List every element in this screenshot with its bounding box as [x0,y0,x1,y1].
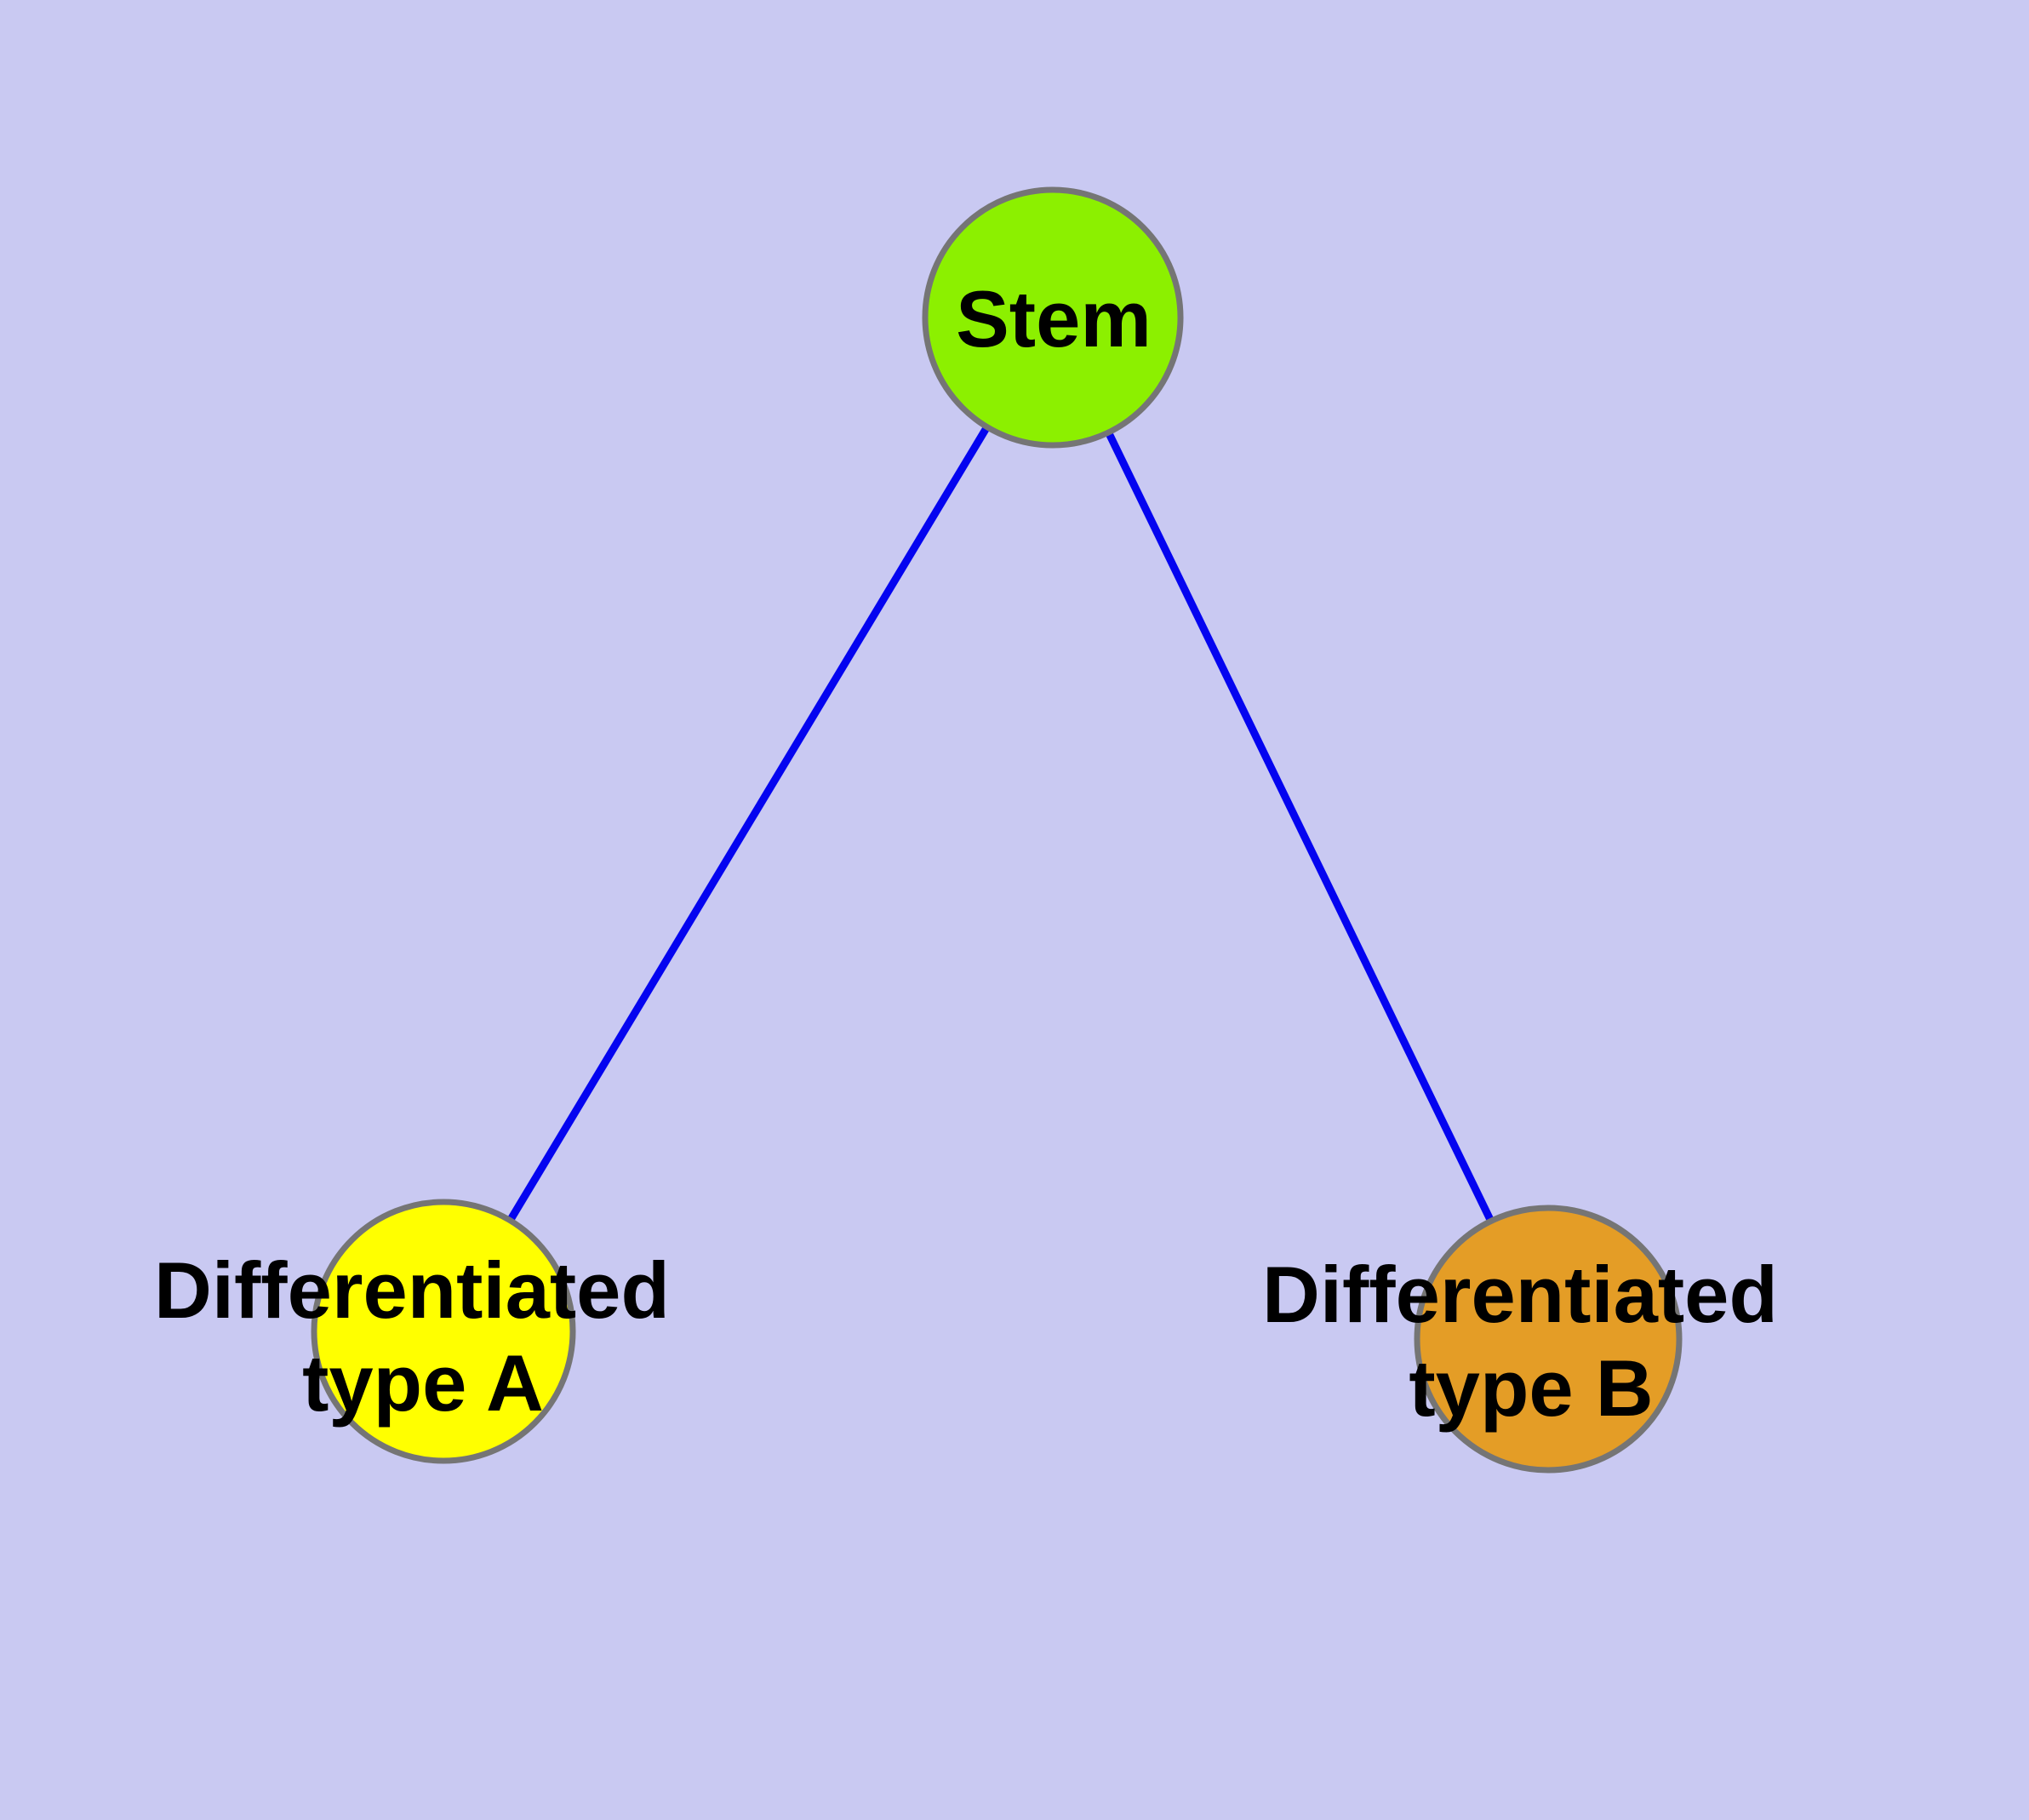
node-label-differentiated-type-b-line1: Differentiated [1262,1250,1778,1339]
node-label-stem: Stem [956,274,1152,363]
node-layer [311,186,1683,1474]
node-label-differentiated-type-a-line1: Differentiated [154,1245,670,1335]
edge-stem-to-type-a [440,315,1056,1334]
label-layer: Stem Differentiated type A Differentiate… [154,274,1800,1433]
node-label-differentiated-type-a: Differentiated type A [154,1245,692,1428]
edge-layer [440,315,1552,1341]
node-label-differentiated-type-b: Differentiated type B [1262,1250,1800,1433]
node-stem [922,186,1184,449]
node-differentiated-type-b [1414,1205,1683,1474]
node-label-differentiated-type-a-line2: type A [302,1338,544,1428]
node-label-differentiated-type-b-line2: type B [1409,1343,1653,1433]
node-differentiated-type-a [311,1199,576,1464]
edge-stem-to-type-b [1049,316,1552,1341]
